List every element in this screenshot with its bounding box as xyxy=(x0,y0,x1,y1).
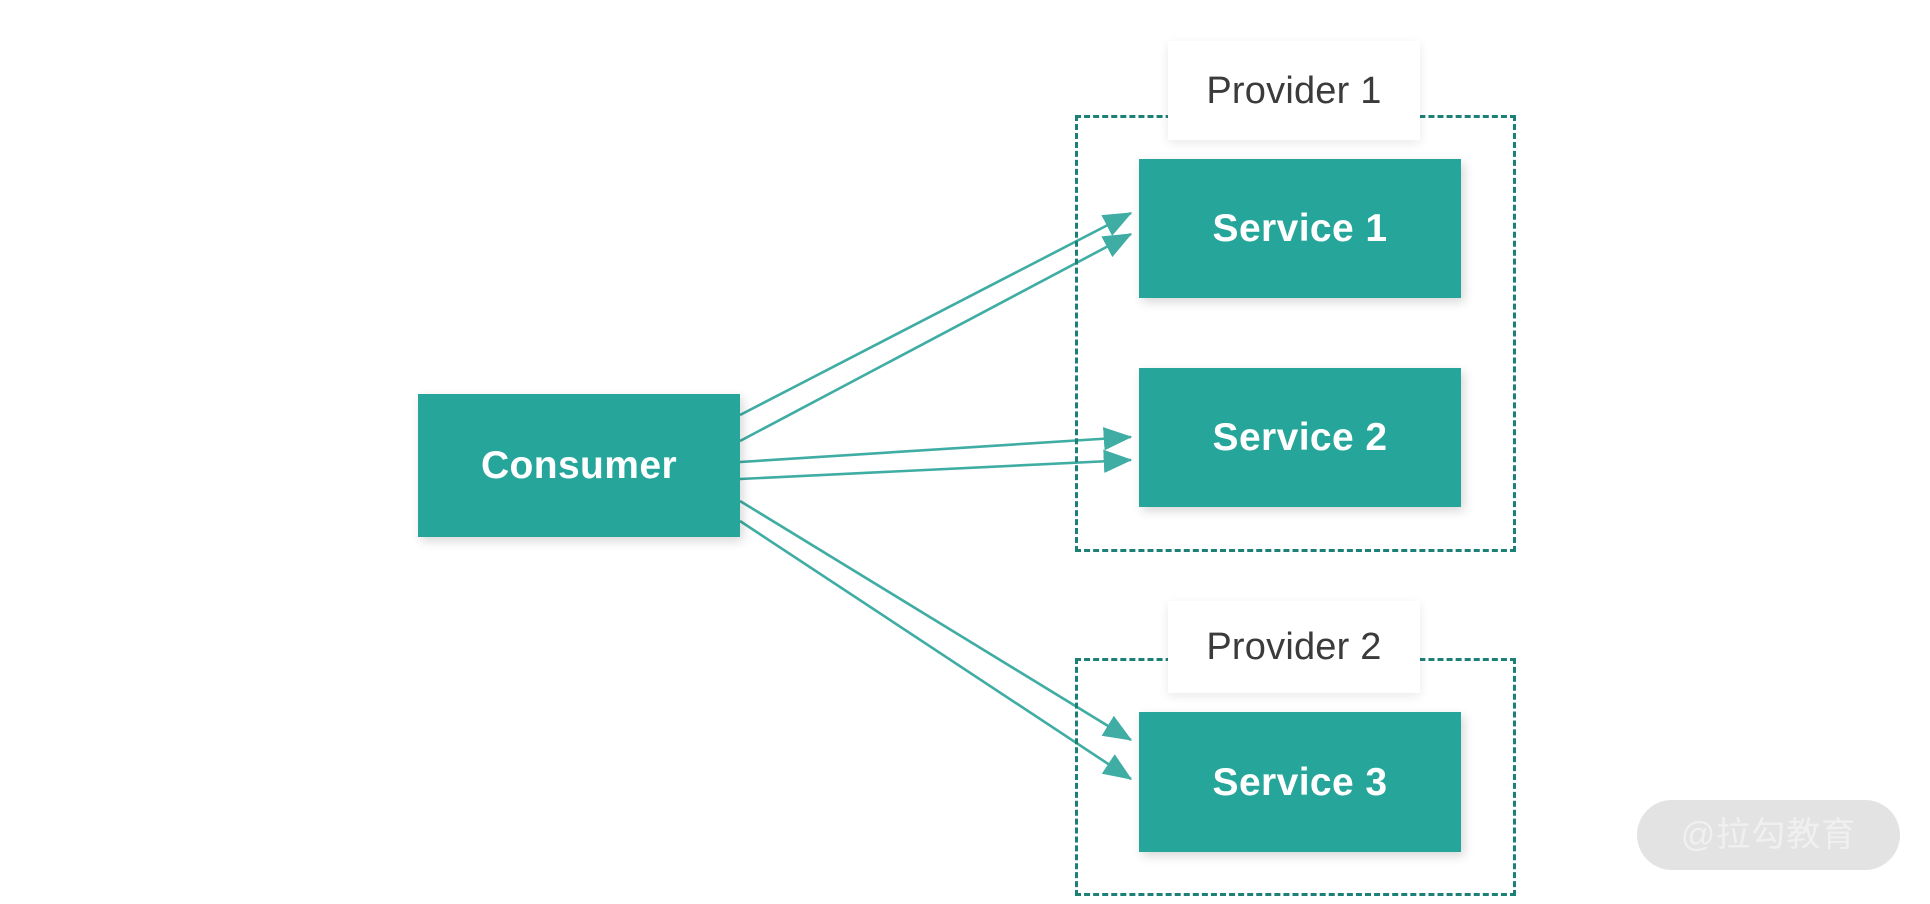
connector-consumer-to-service-2-a xyxy=(739,427,1133,464)
connector-consumer-to-service-1-a xyxy=(739,211,1133,417)
service-node-2-label: Service 2 xyxy=(1212,416,1388,459)
connector-consumer-to-service-2-b xyxy=(739,449,1133,481)
service-node-2[interactable]: Service 2 xyxy=(1139,368,1461,507)
watermark-badge: @拉勾教育 xyxy=(1637,800,1900,870)
connector-consumer-to-service-3-b xyxy=(739,519,1133,781)
consumer-node-label: Consumer xyxy=(480,444,678,487)
watermark-text: @拉勾教育 xyxy=(1680,816,1857,854)
provider-label-2-text: Provider 2 xyxy=(1206,626,1382,668)
connector-consumer-to-service-1-b xyxy=(739,232,1133,443)
connector-consumer-to-service-3-a xyxy=(739,499,1133,742)
service-node-1[interactable]: Service 1 xyxy=(1139,159,1461,298)
service-node-3[interactable]: Service 3 xyxy=(1139,712,1461,852)
provider-label-1-text: Provider 1 xyxy=(1206,69,1382,112)
service-node-3-label: Service 3 xyxy=(1212,760,1388,804)
provider-label-1: Provider 1 xyxy=(1168,41,1420,140)
service-node-1-label: Service 1 xyxy=(1212,207,1388,250)
provider-label-2: Provider 2 xyxy=(1168,601,1420,693)
consumer-node[interactable]: Consumer xyxy=(418,394,740,537)
